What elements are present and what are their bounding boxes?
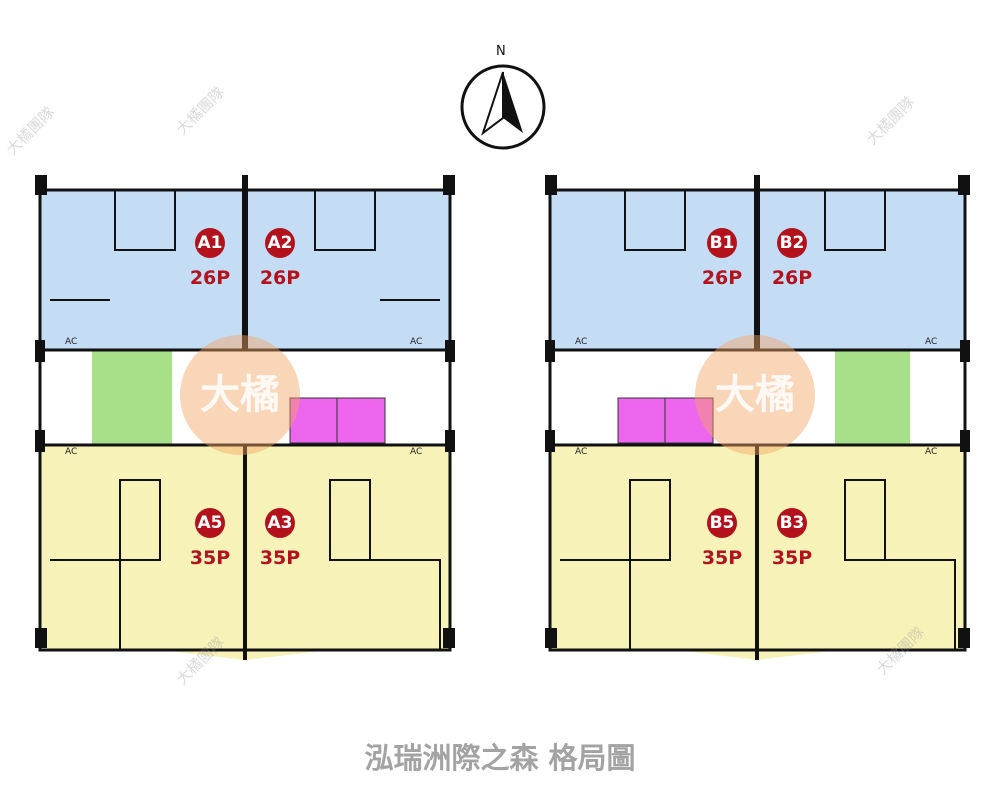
unit-b5-size: 35P — [701, 547, 743, 569]
ac-label: AC — [925, 447, 938, 457]
page-title: 泓瑞洲際之森 格局圖 — [364, 741, 636, 775]
watermark-logo: 大橘 — [695, 335, 815, 455]
unit-a1-label: A1 — [195, 228, 225, 258]
building-a — [35, 175, 455, 660]
ac-label: AC — [410, 447, 423, 457]
compass-icon — [460, 64, 546, 150]
ac-label: AC — [410, 337, 423, 347]
unit-a5-size: 35P — [189, 547, 231, 569]
ac-label: AC — [925, 337, 938, 347]
ac-label: AC — [575, 447, 588, 457]
north-label: N — [496, 44, 506, 59]
unit-b1-size: 26P — [701, 267, 743, 289]
unit-b2-label: B2 — [777, 228, 807, 258]
unit-a2-size: 26P — [259, 267, 301, 289]
building-b — [545, 175, 970, 660]
unit-b3-label: B3 — [777, 508, 807, 538]
unit-a3-label: A3 — [265, 508, 295, 538]
unit-b3-size: 35P — [771, 547, 813, 569]
unit-a1-size: 26P — [189, 267, 231, 289]
unit-a2-label: A2 — [265, 228, 295, 258]
unit-b5-label: B5 — [707, 508, 737, 538]
unit-b2-size: 26P — [771, 267, 813, 289]
ac-label: AC — [575, 337, 588, 347]
watermark-logo: 大橘 — [180, 335, 300, 455]
ac-label: AC — [65, 447, 78, 457]
unit-a3-size: 35P — [259, 547, 301, 569]
ac-label: AC — [65, 337, 78, 347]
unit-a5-label: A5 — [195, 508, 225, 538]
unit-b1-label: B1 — [707, 228, 737, 258]
